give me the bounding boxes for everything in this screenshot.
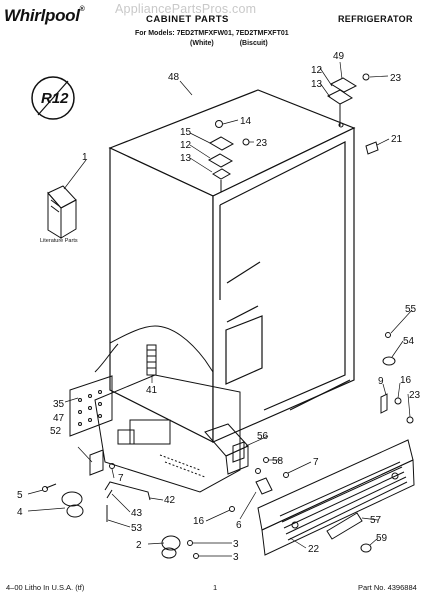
badge-text: R12 bbox=[41, 90, 69, 107]
top-right-hinge bbox=[327, 73, 370, 128]
r12-badge-icon: R12 bbox=[31, 76, 75, 120]
callout-7: 7 bbox=[313, 457, 319, 468]
registered-mark: ® bbox=[79, 6, 85, 13]
callout-numbers: 49 12 13 23 48 14 15 12 23 13 21 1 55 54… bbox=[17, 51, 421, 563]
page-number: 1 bbox=[213, 583, 218, 592]
callout-2: 2 bbox=[136, 540, 142, 551]
callout-57: 57 bbox=[370, 515, 382, 526]
color-white: (White) bbox=[190, 40, 214, 47]
left-lower-hardware bbox=[42, 449, 115, 518]
whirlpool-logo: Whirlpool® bbox=[4, 6, 85, 26]
part-57-drain-tube bbox=[326, 512, 372, 553]
callout-14: 14 bbox=[240, 116, 252, 127]
callout-16: 16 bbox=[400, 375, 412, 386]
callout-59: 59 bbox=[376, 533, 388, 544]
cabinet-shell bbox=[108, 89, 356, 443]
literature-label: Literature Parts bbox=[40, 238, 78, 244]
cabinet-cutaway bbox=[94, 325, 214, 373]
callout-12: 12 bbox=[180, 140, 192, 151]
callout-22: 22 bbox=[308, 544, 320, 555]
callout-48: 48 bbox=[168, 72, 180, 83]
callout-43: 43 bbox=[131, 508, 143, 519]
callout-9: 9 bbox=[378, 376, 384, 387]
color-variants: (White) (Biscuit) bbox=[190, 40, 294, 47]
callout-1: 1 bbox=[82, 152, 88, 163]
callout-6: 6 bbox=[236, 520, 242, 531]
middle-hinge bbox=[207, 120, 250, 192]
callout-15: 15 bbox=[180, 127, 192, 138]
callout-23: 23 bbox=[409, 390, 421, 401]
callout-23: 23 bbox=[390, 73, 402, 84]
color-biscuit: (Biscuit) bbox=[239, 40, 268, 47]
callout-49: 49 bbox=[333, 51, 345, 62]
machine-compartment bbox=[69, 374, 241, 493]
part-42-tube bbox=[104, 481, 151, 501]
part-number: Part No. 4396884 bbox=[358, 583, 417, 592]
callout-35: 35 bbox=[53, 399, 65, 410]
callout-13: 13 bbox=[311, 79, 323, 90]
callout-4: 4 bbox=[17, 507, 23, 518]
callout-58: 58 bbox=[272, 456, 284, 467]
brand-name: Whirlpool bbox=[4, 6, 80, 25]
callout-55: 55 bbox=[405, 304, 417, 315]
print-info: 4–00 Litho In U.S.A. (tf) bbox=[6, 583, 85, 592]
callout-3: 3 bbox=[233, 539, 239, 550]
callout-47: 47 bbox=[53, 413, 65, 424]
callout-42: 42 bbox=[164, 495, 176, 506]
front-caster bbox=[161, 535, 199, 559]
callout-56: 56 bbox=[257, 431, 269, 442]
section-title: CABINET PARTS bbox=[146, 14, 229, 25]
models-line: For Models: 7ED2TMFXFW01, 7ED2TMFXFT01 bbox=[135, 30, 289, 37]
callout-16: 16 bbox=[193, 516, 205, 527]
callout-3: 3 bbox=[233, 552, 239, 563]
callout-52: 52 bbox=[50, 426, 62, 437]
part-56-duct bbox=[204, 423, 249, 475]
part-21-shim bbox=[365, 141, 379, 155]
callout-53: 53 bbox=[131, 523, 143, 534]
callout-41: 41 bbox=[146, 385, 158, 396]
appliance-type: REFRIGERATOR bbox=[338, 14, 413, 24]
watermark: AppliancePartsPros.com bbox=[115, 2, 257, 16]
center-lower-hardware bbox=[229, 457, 289, 512]
callout-54: 54 bbox=[403, 336, 415, 347]
callout-12: 12 bbox=[311, 65, 323, 76]
callout-7: 7 bbox=[118, 473, 124, 484]
part-41-spring bbox=[146, 344, 157, 376]
part-22-base-grille bbox=[257, 439, 415, 556]
literature-parts-icon bbox=[47, 185, 77, 239]
callout-5: 5 bbox=[17, 490, 23, 501]
callout-23: 23 bbox=[256, 138, 268, 149]
callout-13: 13 bbox=[180, 153, 192, 164]
leader-lines bbox=[27, 61, 413, 557]
callout-21: 21 bbox=[391, 134, 403, 145]
